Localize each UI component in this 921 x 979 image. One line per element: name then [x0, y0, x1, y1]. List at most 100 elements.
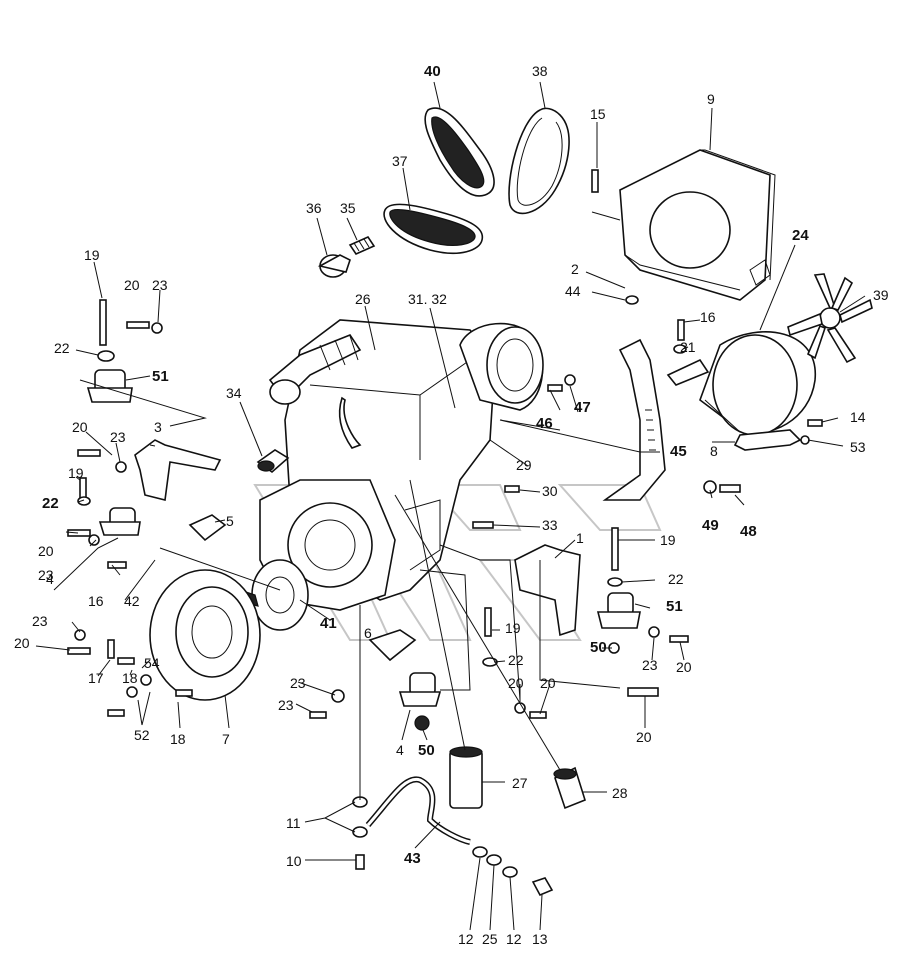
callout-label: 44 — [565, 283, 581, 299]
callout-label: 23 — [290, 675, 306, 691]
callout-label: 28 — [612, 785, 628, 801]
fan-shroud-9 — [619, 149, 776, 301]
callout-label: 4 — [46, 571, 54, 587]
fan-39 — [787, 273, 873, 364]
callout-label: 19 — [84, 247, 100, 263]
callout-label: 46 — [536, 415, 553, 432]
callout-label: 50 — [418, 742, 435, 759]
callout-label: 18 — [122, 670, 138, 686]
callout-label: 20 — [124, 277, 140, 293]
callout-label: 51 — [666, 598, 683, 615]
callout-label: 23 — [642, 657, 658, 673]
callout-label: 39 — [873, 287, 889, 303]
engine-mount-51-right — [596, 592, 641, 629]
callout-label: 20 — [636, 729, 652, 745]
callout-label: 3 — [154, 419, 162, 435]
callout-label: 19 — [68, 465, 84, 481]
sensor-34 — [256, 449, 290, 474]
callout-label: 22 — [508, 652, 524, 668]
bracket-3 — [134, 439, 222, 501]
callout-label: 1 — [576, 530, 584, 546]
leader-lines — [35, 81, 866, 931]
callout-label: 42 — [124, 593, 140, 609]
callout-label: 23 — [38, 567, 54, 583]
callout-label: 17 — [88, 670, 104, 686]
callout-label: 54 — [144, 655, 160, 671]
callout-label: 34 — [226, 385, 242, 401]
bracket-5 — [188, 514, 227, 542]
callout-label: 7 — [222, 731, 230, 747]
spacer-35 — [348, 235, 376, 256]
callout-label: 18 — [170, 731, 186, 747]
callout-label: 29 — [516, 457, 532, 473]
flange-plate-7 — [149, 569, 261, 701]
callout-label: 8 — [710, 443, 718, 459]
hose-43 — [365, 776, 471, 845]
engine-block-26 — [259, 319, 544, 611]
callout-label: 13 — [532, 931, 548, 947]
callout-label: 36 — [306, 200, 322, 216]
callout-label: 19 — [505, 620, 521, 636]
callout-label: 30 — [542, 483, 558, 499]
callout-label: 6 — [364, 625, 372, 641]
bracket-1 — [514, 544, 581, 637]
callout-label: 51 — [152, 368, 169, 385]
callout-label: 20 — [72, 419, 88, 435]
callout-label: 26 — [355, 291, 371, 307]
callout-label: 22 — [668, 571, 684, 587]
belt-37 — [383, 203, 484, 255]
callout-label: 47 — [574, 399, 591, 416]
filter-28 — [553, 766, 586, 810]
callout-label: 27 — [512, 775, 528, 791]
belt-38 — [508, 107, 570, 215]
callout-label: 21 — [680, 339, 696, 355]
callout-label: 20 — [676, 659, 692, 675]
callout-label: 43 — [404, 850, 421, 867]
callout-label: 10 — [286, 853, 302, 869]
callout-label: 16 — [88, 593, 104, 609]
callout-label: 50 — [590, 639, 607, 656]
callout-label: 40 — [424, 63, 441, 80]
belt-40 — [424, 107, 495, 197]
callout-label: 19 — [660, 532, 676, 548]
air-guide-45 — [602, 338, 666, 501]
callout-label: 22 — [54, 340, 70, 356]
engine-mount-4-left — [98, 507, 141, 536]
callout-label: 12 — [506, 931, 522, 947]
engine-mount-4-center — [398, 672, 442, 731]
bracket-6 — [368, 629, 417, 662]
callout-label: 12 — [458, 931, 474, 947]
pulley-36 — [317, 254, 351, 278]
engine-mount-51-left — [86, 369, 133, 403]
callout-label: 48 — [740, 523, 757, 540]
callout-label: 37 — [392, 153, 408, 169]
callout-label: 53 — [850, 439, 866, 455]
callout-label: 11 — [286, 815, 301, 831]
callout-label: 14 — [850, 409, 866, 425]
callout-label: 20 — [38, 543, 54, 559]
callout-label: 22 — [42, 495, 59, 512]
callout-label: 45 — [670, 443, 687, 460]
callout-label: 24 — [792, 227, 809, 244]
callout-label: 20 — [14, 635, 30, 651]
bracket-8 — [666, 358, 802, 451]
callout-label: 20 — [540, 675, 556, 691]
callout-label: 38 — [532, 63, 548, 79]
callout-label: 20 — [508, 675, 524, 691]
callout-label: 15 — [590, 106, 606, 122]
callout-label: 5 — [226, 513, 234, 529]
callout-label: 2 — [571, 261, 579, 277]
callout-label: 23 — [110, 429, 126, 445]
callout-label: 31. 32 — [408, 291, 447, 307]
callout-label: 41 — [320, 615, 337, 632]
callout-label: 49 — [702, 517, 719, 534]
callout-label: 23 — [32, 613, 48, 629]
callout-label: 9 — [707, 91, 715, 107]
callout-label: 23 — [278, 697, 294, 713]
oil-filter-27 — [449, 746, 483, 809]
fan-ring-24 — [699, 331, 816, 436]
callout-label: 25 — [482, 931, 498, 947]
